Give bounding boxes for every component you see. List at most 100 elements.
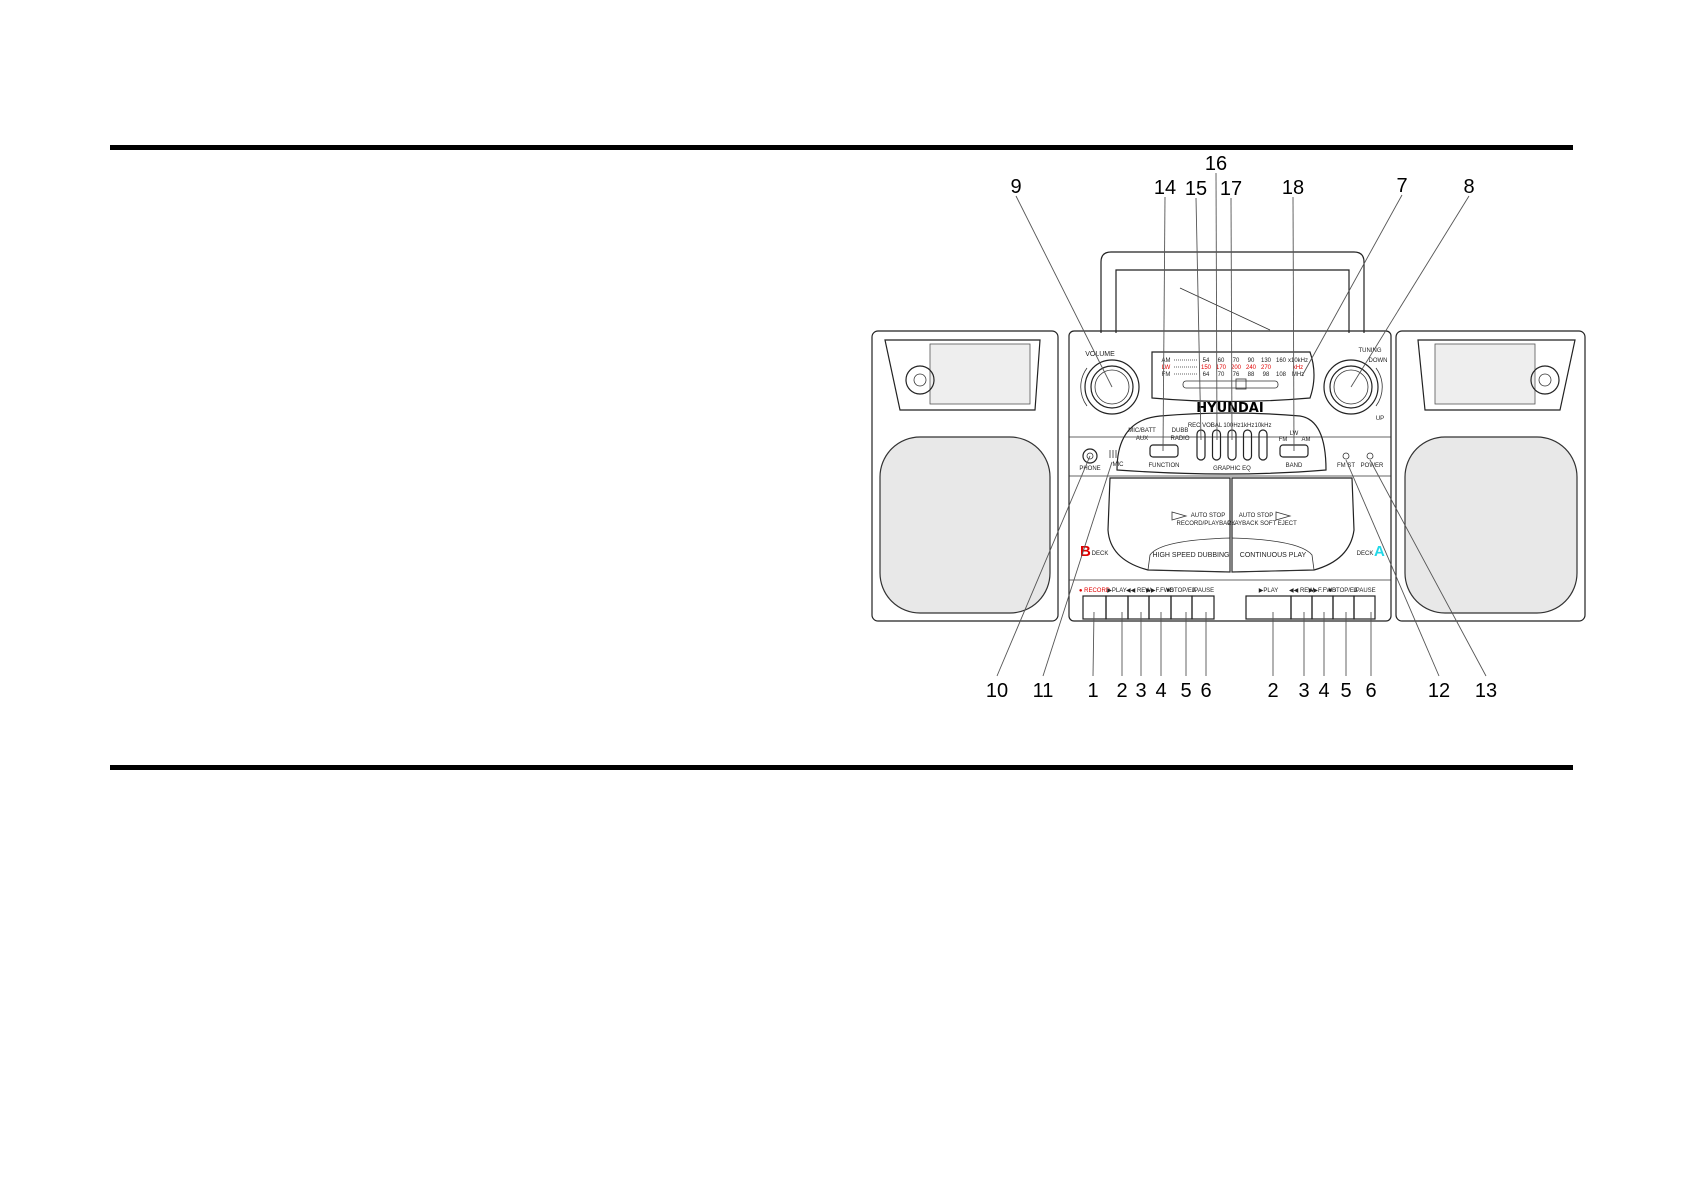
- dial-mark-fm: 64: [1203, 372, 1210, 378]
- deck-button[interactable]: [1290, 595, 1313, 620]
- callout-number: 9: [1010, 176, 1021, 198]
- deck-button-label: ◀◀ REW: [1126, 588, 1151, 594]
- dial-mark-fm: 70: [1218, 372, 1225, 378]
- dial-mark-am: 54: [1203, 358, 1210, 364]
- callout-line: [996, 455, 1091, 677]
- eq-band-label: REC VOL: [1188, 423, 1215, 429]
- callout-number: 1: [1087, 680, 1098, 702]
- dial-mark-fm: 98: [1263, 372, 1270, 378]
- deck-button-label: ◀◀ REW: [1289, 588, 1314, 594]
- deck-button[interactable]: [1245, 595, 1292, 620]
- deck-button-label: ‖PAUSE: [1192, 588, 1214, 594]
- dial-mark-lw: 200: [1231, 365, 1242, 371]
- callout-number: 6: [1365, 680, 1376, 702]
- callout-number: 13: [1475, 680, 1497, 702]
- eq-slider[interactable]: [1258, 429, 1268, 461]
- dial-mark-lw: 240: [1246, 365, 1257, 371]
- callout-number: 3: [1298, 680, 1309, 702]
- band-pos: AM: [1302, 437, 1311, 443]
- callout-number: 4: [1318, 680, 1329, 702]
- deck-button[interactable]: [1105, 595, 1129, 620]
- volume-knob[interactable]: VOLUME: [1080, 351, 1140, 415]
- dial-mark-am: 60: [1218, 358, 1225, 364]
- control-panel: MIC/BATT AUX DUBB RADIO FUNCTION REC VOL…: [1116, 412, 1327, 475]
- callout-number: 17: [1220, 178, 1242, 200]
- mic-label: MIC: [1113, 462, 1125, 468]
- callout-line: [1195, 197, 1202, 441]
- deck-a-sub: PLAYBACK SOFT EJECT: [1227, 521, 1297, 527]
- dial-lw-unit: kHz: [1293, 365, 1303, 371]
- callout-number: 16: [1205, 153, 1227, 175]
- callout-line: [1369, 459, 1487, 677]
- callout-line: [1301, 194, 1403, 377]
- deck-button-label: ● RECORD: [1079, 588, 1111, 594]
- dial-mark-am: 90: [1248, 358, 1255, 364]
- callout-line: [1345, 459, 1440, 677]
- eq-slider[interactable]: [1242, 429, 1253, 461]
- callout-line: [1042, 461, 1113, 677]
- brand-logo: HYUNDAI: [1196, 401, 1263, 416]
- deck-button-label: ■STOP/EJ.: [1328, 588, 1359, 594]
- deck-button[interactable]: [1332, 595, 1355, 620]
- deck-button[interactable]: [1127, 595, 1150, 620]
- deck-button-label: ▶PLAY: [1259, 588, 1279, 594]
- graphic-eq-label: GRAPHIC EQ: [1213, 466, 1251, 472]
- eq-band-label: 10kHz: [1254, 423, 1271, 429]
- deck-button[interactable]: [1191, 595, 1215, 620]
- function-pos: AUX: [1136, 436, 1148, 442]
- bottom-rule: [110, 765, 1573, 770]
- callout-number: 8: [1463, 176, 1474, 198]
- deck-b-letter: B: [1080, 543, 1091, 560]
- deck-b-sub: RECORD/PLAYBACK: [1177, 521, 1236, 527]
- dial-mark-lw: 170: [1216, 365, 1227, 371]
- callout-line: [1092, 611, 1095, 677]
- callout-number: 10: [986, 680, 1008, 702]
- deck-button[interactable]: [1353, 595, 1376, 620]
- fm-st-label: FM ST: [1337, 463, 1355, 469]
- function-pos: MIC/BATT: [1128, 428, 1156, 434]
- phone-label: PHONE: [1079, 466, 1100, 472]
- deck-button[interactable]: [1082, 595, 1107, 620]
- auto-stop-b: AUTO STOP: [1191, 513, 1225, 519]
- phone-jack[interactable]: PHONE: [1079, 448, 1101, 472]
- callout-line: [1350, 195, 1470, 388]
- deck-button[interactable]: [1170, 595, 1193, 620]
- continuous-play-label: CONTINUOUS PLAY: [1240, 552, 1307, 559]
- function-label: FUNCTION: [1149, 463, 1180, 469]
- dial-fm-unit: MHz: [1292, 372, 1304, 378]
- callout-number: 4: [1155, 680, 1166, 702]
- deck-button-label: ■STOP/EJ.: [1166, 588, 1197, 594]
- eq-slider[interactable]: [1211, 429, 1222, 461]
- auto-stop-a: AUTO STOP: [1239, 513, 1273, 519]
- left-speaker: [871, 330, 1059, 622]
- dial-lw-band: LW: [1162, 365, 1171, 371]
- power-label: POWER: [1361, 463, 1384, 469]
- callout-line: [1015, 195, 1113, 388]
- callout-number: 2: [1116, 680, 1127, 702]
- dial-mark-lw: 150: [1201, 365, 1212, 371]
- main-body: [1068, 330, 1392, 622]
- callout-number: 7: [1396, 175, 1407, 197]
- dial-mark-am: 70: [1233, 358, 1240, 364]
- band-pos: FM: [1279, 437, 1288, 443]
- dial-fm-band: FM: [1162, 372, 1171, 378]
- deck-button-label: ‖PAUSE: [1353, 588, 1375, 594]
- function-switch[interactable]: [1149, 444, 1179, 458]
- callout-line: [1162, 196, 1166, 452]
- tuning-knob[interactable]: TUNING DOWN UP: [1323, 348, 1388, 422]
- tuning-label: TUNING: [1359, 348, 1382, 354]
- high-speed-dubbing-label: HIGH SPEED DUBBING: [1152, 552, 1229, 559]
- deck-a-letter: A: [1374, 543, 1385, 560]
- callout-line: [1215, 172, 1218, 441]
- function-pos: DUBB: [1172, 428, 1189, 434]
- fm-st-indicator: FM ST: [1337, 452, 1355, 469]
- deck-button-label: ▶▶F.FWD: [1309, 588, 1337, 594]
- deck-button[interactable]: [1148, 595, 1172, 620]
- cassette-doors: AUTO STOP RECORD/PLAYBACK AUTO STOP PLAY…: [1107, 477, 1355, 573]
- power-indicator: POWER: [1361, 452, 1384, 469]
- deck-button[interactable]: [1311, 595, 1334, 620]
- volume-label: VOLUME: [1085, 351, 1115, 358]
- eq-band-label: 1kHz: [1241, 423, 1255, 429]
